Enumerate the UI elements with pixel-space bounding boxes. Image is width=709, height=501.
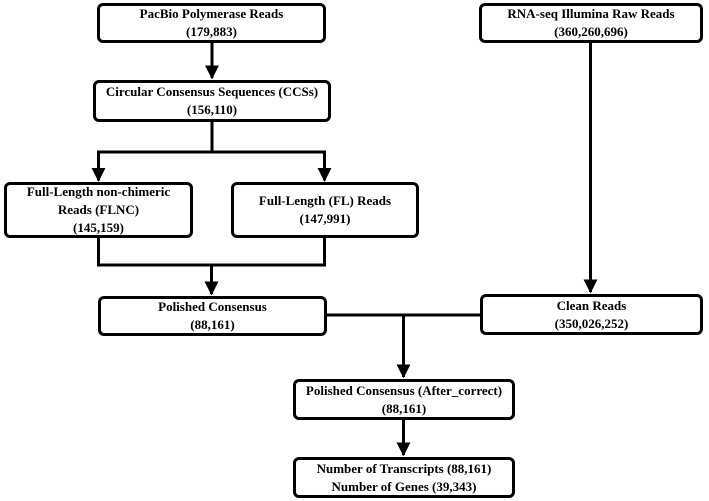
node-title: PacBio Polymerase Reads: [139, 6, 284, 21]
node-polished-consensus: Polished Consensus (88,161): [98, 296, 327, 336]
node-title: Polished Consensus (After_correct): [305, 382, 503, 398]
node-rnaseq-illumina-raw-reads: RNA-seq Illumina Raw Reads (360,260,696): [479, 3, 703, 43]
node-title: Circular Consensus Sequences (CCSs): [105, 84, 319, 99]
node-count: (88,161): [381, 400, 427, 416]
node-count: (350,026,252): [554, 315, 629, 331]
node-polished-consensus-after-correct: Polished Consensus (After_correct) (88,1…: [293, 379, 515, 420]
node-count: (156,110): [186, 102, 238, 117]
node-title2: Number of Genes (39,343): [331, 478, 477, 494]
node-count: (88,161): [190, 317, 235, 332]
node-title: Clean Reads: [556, 297, 627, 313]
node-title2: Reads (FLNC): [57, 202, 140, 217]
node-title: Full-Length (FL) Reads: [258, 193, 392, 208]
node-clean-reads: Clean Reads (350,026,252): [480, 294, 703, 335]
node-title: RNA-seq Illumina Raw Reads: [507, 6, 675, 21]
node-count: (145,159): [73, 220, 124, 235]
node-circular-consensus-sequences: Circular Consensus Sequences (CCSs) (156…: [93, 80, 331, 122]
node-title: Full-Length non-chimeric: [26, 184, 171, 199]
node-count: (360,260,696): [554, 24, 628, 39]
node-count: (147,991): [299, 211, 351, 226]
node-full-length-non-chimeric-reads: Full-Length non-chimeric Reads (FLNC) (1…: [4, 182, 193, 238]
node-title: Number of Transcripts (88,161): [316, 460, 492, 476]
node-title: Polished Consensus: [158, 299, 267, 314]
node-pacbio-polymerase-reads: PacBio Polymerase Reads (179,883): [97, 3, 326, 43]
node-full-length-fl-reads: Full-Length (FL) Reads (147,991): [231, 182, 419, 238]
node-transcripts-and-genes: Number of Transcripts (88,161) Number of…: [293, 457, 515, 498]
node-count: (179,883): [186, 24, 237, 39]
